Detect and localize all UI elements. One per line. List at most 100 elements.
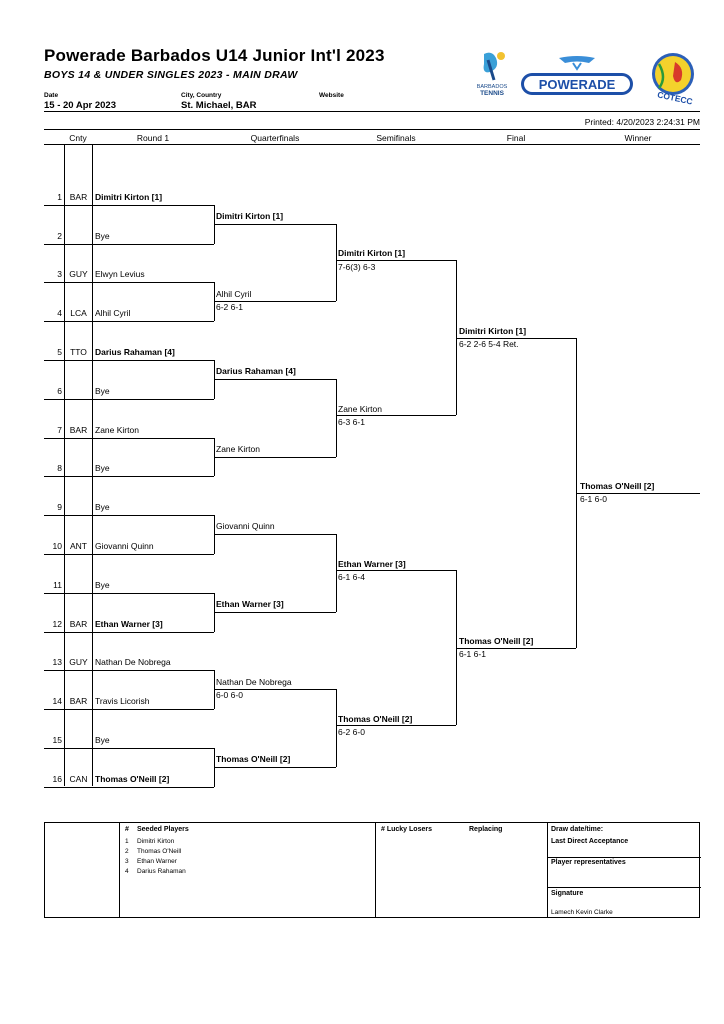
- player-country: ANT: [70, 541, 87, 551]
- final-player: Thomas O'Neill [2]: [459, 636, 534, 646]
- draw-line: [44, 593, 214, 594]
- sf-player: Dimitri Kirton [1]: [338, 248, 406, 258]
- qf-score: 6-2 6-1: [216, 302, 243, 312]
- player-name: Darius Rahaman [4]: [95, 347, 175, 357]
- player-country: LCA: [70, 308, 87, 318]
- draw-line: [44, 438, 214, 439]
- bracket-line: [336, 260, 456, 261]
- signature-label: Signature: [551, 890, 584, 897]
- bracket-connector: [336, 534, 337, 612]
- player-country: BAR: [69, 425, 88, 435]
- bracket-line: [214, 612, 336, 613]
- draw-subtitle: BOYS 14 & UNDER SINGLES 2023 - MAIN DRAW: [44, 69, 298, 81]
- bracket-connector: [456, 260, 457, 415]
- draw-number: 11: [53, 580, 62, 590]
- draw-number: 16: [52, 774, 62, 784]
- bracket-line: [214, 301, 336, 302]
- city-value: St. Michael, BAR: [181, 100, 257, 111]
- seed-number: 4: [125, 868, 129, 875]
- footer-divider: [119, 823, 120, 917]
- city-label: City, Country: [181, 92, 222, 99]
- final-player: Dimitri Kirton [1]: [459, 326, 527, 336]
- qf-player: Thomas O'Neill [2]: [216, 754, 291, 764]
- draw-number: 15: [52, 735, 62, 745]
- player-name: Bye: [95, 735, 110, 745]
- sf-player: Thomas O'Neill [2]: [338, 714, 413, 724]
- footer-divider: [547, 823, 548, 917]
- player-name: Bye: [95, 502, 110, 512]
- draw-line: [44, 709, 214, 710]
- player-country: TTO: [70, 347, 87, 357]
- header-rule: [44, 111, 700, 112]
- player-name: Bye: [95, 463, 110, 473]
- column-header-quarterfinals: Quarterfinals: [250, 133, 300, 143]
- bracket-line: [456, 648, 576, 649]
- signer-name: Lamech Kevin Clarke: [551, 909, 613, 916]
- player-name: Dimitri Kirton [1]: [95, 192, 163, 202]
- seed-name: Darius Rahaman: [137, 868, 186, 875]
- printed-timestamp: Printed: 4/20/2023 2:24:31 PM: [584, 117, 700, 127]
- replacing-title: Replacing: [469, 826, 503, 833]
- bracket-connector: [336, 379, 337, 457]
- winner-score: 6-1 6-0: [580, 494, 607, 504]
- player-name: Ethan Warner [3]: [95, 619, 163, 629]
- bracket-line: [456, 338, 576, 339]
- bracket-connector: [456, 570, 457, 725]
- draw-number: 9: [57, 502, 62, 512]
- date-value: 15 - 20 Apr 2023: [44, 100, 116, 111]
- draw-number: 14: [52, 696, 62, 706]
- draw-number: 6: [57, 386, 62, 396]
- draw-line: [44, 244, 214, 245]
- draw-line: [44, 748, 214, 749]
- sf-score: 6-2 6-0: [338, 727, 365, 737]
- bt-logo-line2: TENNIS: [480, 90, 505, 97]
- bracket-connector: [336, 689, 337, 767]
- draw-number: 8: [57, 463, 62, 473]
- bracket-connector: [336, 224, 337, 301]
- page-title: Powerade Barbados U14 Junior Int'l 2023: [44, 46, 385, 65]
- sf-player: Ethan Warner [3]: [338, 559, 406, 569]
- qf-player: Darius Rahaman [4]: [216, 366, 296, 376]
- seeded-players-title: Seeded Players: [137, 826, 189, 833]
- seed-name: Thomas O'Neill: [137, 848, 182, 855]
- footer-row-divider: [547, 857, 701, 858]
- seed-name: Dimitri Kirton: [137, 838, 175, 845]
- draw-line: [44, 476, 214, 477]
- sf-score: 7-6(3) 6-3: [338, 262, 376, 272]
- powerade-logo: POWERADE: [519, 55, 635, 99]
- seed-number: 1: [125, 838, 129, 845]
- bracket-line: [336, 415, 456, 416]
- winner-line: [576, 493, 700, 494]
- bracket-line: [336, 570, 456, 571]
- bracket-line: [214, 767, 336, 768]
- draw-line: [44, 554, 214, 555]
- player-name: Alhil Cyril: [95, 308, 131, 318]
- column-header-round1: Round 1: [136, 133, 170, 143]
- footer-row-divider: [547, 887, 701, 888]
- draw-number: 3: [57, 269, 62, 279]
- draw-country-column-line: [92, 144, 93, 786]
- player-name: Giovanni Quinn: [95, 541, 154, 551]
- last-direct-acceptance-label: Last Direct Acceptance: [551, 838, 629, 845]
- player-name: Bye: [95, 386, 110, 396]
- qf-player: Nathan De Nobrega: [216, 677, 292, 687]
- seeded-hash: #: [125, 826, 129, 833]
- draw-number: 12: [52, 619, 62, 629]
- draw-line: [44, 321, 214, 322]
- column-header-cnty: Cnty: [69, 133, 87, 143]
- draw-line: [44, 360, 214, 361]
- bracket-line: [214, 224, 336, 225]
- player-country: CAN: [69, 774, 88, 784]
- bt-logo-line1: BARBADOS: [477, 84, 508, 90]
- seed-name: Ethan Warner: [137, 858, 177, 865]
- draw-number: 2: [57, 231, 62, 241]
- bracket-line: [214, 379, 336, 380]
- draw-line: [44, 632, 214, 633]
- column-header-semifinals: Semifinals: [376, 133, 416, 143]
- draw-number: 13: [52, 657, 62, 667]
- sf-player: Zane Kirton: [338, 404, 382, 414]
- qf-player: Alhil Cyril: [216, 289, 252, 299]
- qf-player: Dimitri Kirton [1]: [216, 211, 284, 221]
- sf-score: 6-3 6-1: [338, 417, 365, 427]
- player-name: Bye: [95, 231, 110, 241]
